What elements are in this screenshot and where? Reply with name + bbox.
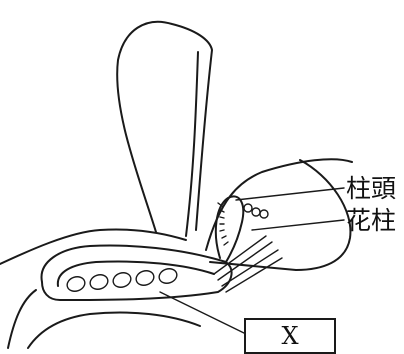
stigma-lobe [216,196,243,262]
ovary-inner [58,262,214,287]
stigma-label: 柱頭 [346,176,396,201]
style-label: 花柱 [346,208,396,233]
style-leader [252,220,344,230]
x-leader [160,292,246,334]
anther-circles [244,204,268,218]
x-label: X [246,320,334,352]
upper-petal-inner [186,52,198,236]
ovules [65,267,178,294]
answer-box-x: X [244,318,336,354]
keel-petal [206,159,352,250]
ovary-outer [42,246,232,300]
stigma-leader [236,188,344,200]
stem-left [8,290,36,348]
stem-lower [28,313,200,349]
